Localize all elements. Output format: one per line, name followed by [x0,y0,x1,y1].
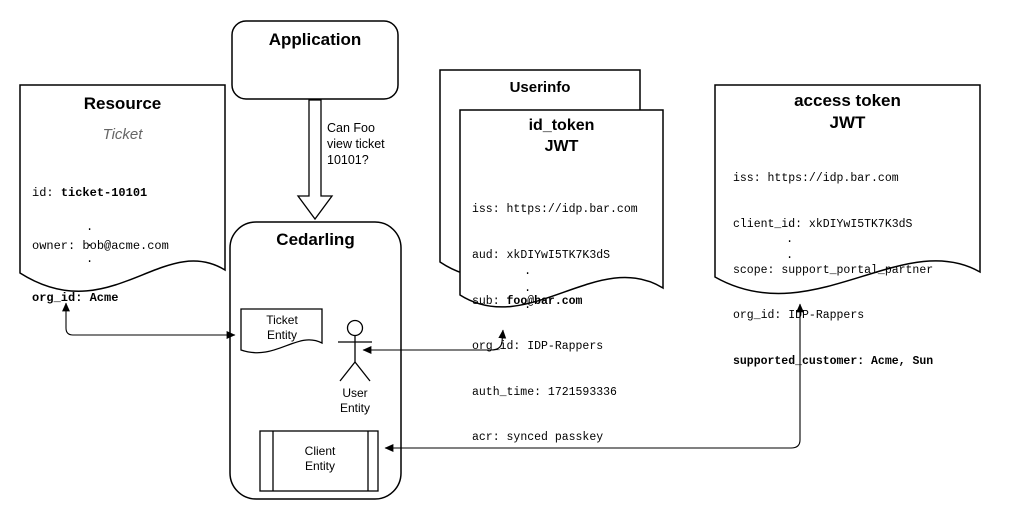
connector-resource-ticket-entity [62,302,236,339]
claim-row: org_id: IDP-Rappers [472,340,604,354]
access-token-title-line2: JWT [829,113,866,132]
claim-row: client_id: xkDIYwI5TK7K3dS [733,218,913,232]
access-token-title-line1: access token [794,91,901,110]
client-entity-shape [259,430,379,492]
claim-row: acr: synced passkey [472,431,604,445]
ticket-entity-doc-shape [240,308,323,354]
access-token-claims: iss: https://idp.bar.com client_id: xkDI… [733,141,933,399]
claim-row: supported_customer: Acme, Sun [733,354,934,368]
user-entity-label: User Entity [339,386,370,415]
claim-row: id: ticket-10101 [32,186,148,200]
claim-row: aud: xkDIYwI5TK7K3dS [472,249,611,263]
client-entity-label: Client Entity [304,444,336,473]
claim-row: scope: support_portal_partner [733,263,934,277]
question-label: Can Foo view ticket 10101? [327,120,385,168]
resource-title: Resource [83,94,162,113]
resource-claims: id: ticket-10101 owner: bob@acme.com org… [32,150,169,343]
cedarling-title: Cedarling [276,230,355,249]
vertical-ellipsis-icon: . . . [786,216,794,262]
vertical-ellipsis-icon: . . . [86,220,94,266]
resource-doc-shape [19,84,226,292]
claim-row: sub: foo@bar.com [472,294,583,308]
vertical-ellipsis-icon: . . . [524,264,532,312]
claim-row: iss: https://idp.bar.com [733,172,899,186]
claim-row: owner: bob@acme.com [32,238,169,253]
block-arrow-icon [296,99,334,221]
connector-client-entity-access-token [384,303,804,452]
question-line: Can Foo [327,121,375,135]
question-line: 10101? [327,153,369,167]
id-token-title: id_token JWT [460,115,663,157]
user-actor-icon [338,319,372,382]
access-token-title: access token JWT [715,90,980,134]
claim-row: auth_time: 1721593336 [472,385,617,399]
ticket-entity-label: Ticket Entity [266,313,298,342]
userinfo-title: Userinfo [509,79,571,96]
question-line: view ticket [327,137,385,151]
claim-row: org_id: IDP-Rappers [733,309,865,323]
id-token-title-line2: JWT [544,138,579,155]
claim-row: iss: https://idp.bar.com [472,203,638,217]
id-token-title-line1: id_token [528,117,595,134]
application-title: Application [268,30,362,49]
id-token-claims: iss: https://idp.bar.com aud: xkDIYwI5TK… [472,172,638,476]
access-token-doc-shape [714,84,981,295]
claim-row: org_id: Acme [32,291,119,305]
application-box-shape [231,20,399,100]
resource-subtitle: Ticket [102,126,143,143]
